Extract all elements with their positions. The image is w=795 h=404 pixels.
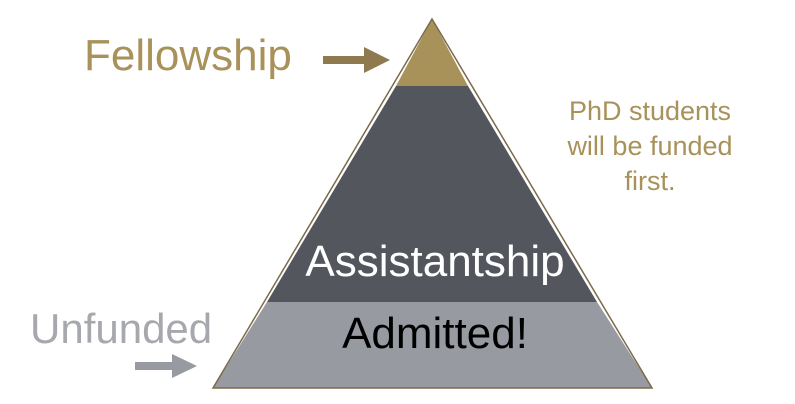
pyramid-tier-fellowship	[396, 19, 468, 86]
pyramid-outline	[211, 17, 654, 389]
note-line: PhD students	[568, 96, 732, 126]
note-line: will be funded	[567, 131, 733, 162]
funding-note: PhD students will be funded first.	[540, 94, 760, 199]
pyramid-tier-admitted	[213, 302, 652, 388]
unfunded-label: Unfunded	[30, 305, 213, 352]
note-line: first.	[624, 166, 676, 197]
arrow-right-icon	[135, 354, 197, 378]
assistantship-label: Assistantship	[305, 237, 565, 286]
arrow-right-icon	[323, 47, 390, 73]
fellowship-label: Fellowship	[84, 31, 292, 80]
admitted-label: Admitted!	[342, 309, 528, 358]
pyramid-tier-assistantship	[267, 86, 597, 302]
